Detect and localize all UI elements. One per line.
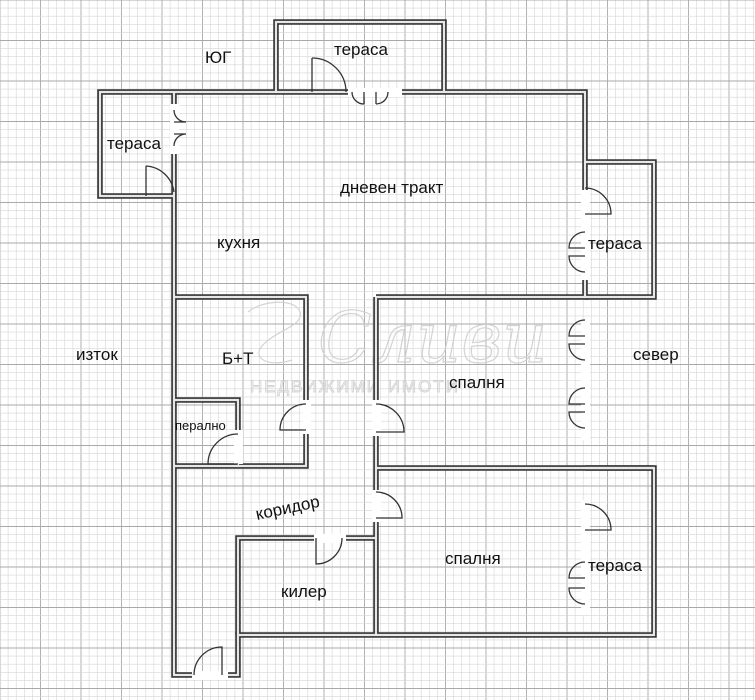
doors (145, 57, 612, 676)
door-bedroom-bottom (375, 491, 403, 519)
door-gap-bedroom-bottom (372, 490, 381, 522)
label-south: ЮГ (205, 48, 231, 67)
label-kitchen: кухня (217, 233, 260, 252)
door-gap-terrace-right-top (581, 190, 590, 280)
door-terrace-right-top-double (568, 231, 586, 273)
door-terrace-right-bottom (584, 503, 612, 531)
door-living-double (351, 91, 389, 105)
wall-terrace-left-inner (98, 90, 174, 198)
watermark-logo-text: Сливи (318, 297, 547, 379)
label-east: изток (76, 345, 118, 364)
label-storage: килер (281, 582, 327, 601)
label-bedroom-top: спалня (449, 373, 505, 392)
door-storage (315, 537, 343, 565)
label-terrace-right-top: тераса (588, 234, 642, 253)
door-gap-bathroom (302, 400, 311, 434)
door-gap-storage (314, 534, 346, 543)
door-gap-bedroom-top (372, 400, 381, 436)
label-bathroom: Б+Т (222, 349, 253, 368)
door-gap-laundry (234, 430, 243, 464)
door-entrance (193, 646, 223, 676)
label-terrace-left: тераса (107, 134, 161, 153)
door-gap-bedroom-window (581, 320, 590, 440)
label-living: дневен тракт (340, 178, 443, 197)
label-north: север (633, 345, 679, 364)
door-bedroom-top (375, 403, 405, 433)
window-bedroom-top-1 (568, 319, 586, 361)
label-terrace-right-bottom: тераса (588, 556, 642, 575)
watermark-logo: Сливи НЕДВИЖИМИ ИМОТИ (247, 296, 548, 396)
watermark-tagline: НЕДВИЖИМИ ИМОТИ (250, 377, 460, 396)
door-laundry (207, 433, 239, 465)
door-terrace-right-top (584, 187, 612, 215)
door-gaps (170, 88, 590, 680)
wall-terrace-right-top-inner (585, 160, 656, 299)
label-terrace-top: тераса (334, 40, 388, 59)
label-bedroom-bottom: спалня (445, 549, 501, 568)
door-gap-terrace-right-bottom (581, 500, 590, 615)
window-bedroom-top-2 (568, 387, 586, 429)
door-gap-terrace-top (348, 88, 402, 97)
wall-bathroom-inner (174, 295, 308, 468)
door-gap-terrace-left (170, 104, 179, 154)
door-terrace-left (173, 109, 187, 147)
label-laundry: перално (175, 418, 226, 433)
wall-terrace-top-inner (274, 20, 446, 92)
door-terrace-right-bottom-double (568, 561, 586, 605)
door-gap-entrance (192, 671, 228, 680)
door-bathroom (279, 403, 307, 431)
